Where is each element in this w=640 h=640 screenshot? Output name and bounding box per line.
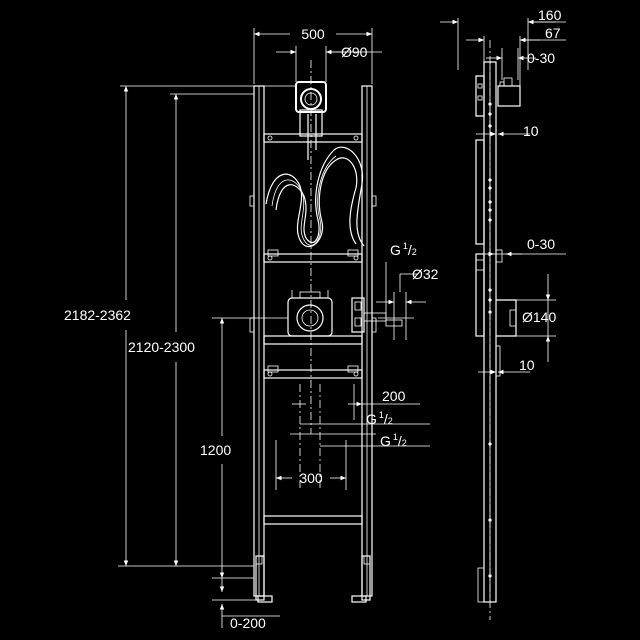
cross-rail-bottom <box>263 515 363 525</box>
right-foot <box>361 555 371 601</box>
connection-height-label: 1200 <box>200 442 231 458</box>
side-outlet-bend <box>496 299 517 337</box>
front-dimensions: 500 Ø90 2182-2362 2120-2300 1200 0-200 <box>64 26 439 631</box>
side-top-adjust-label: 0-30 <box>527 50 555 66</box>
side-inner-depth-label: 67 <box>545 25 561 41</box>
overall-height-label: 2182-2362 <box>64 307 131 323</box>
side-pipe-section <box>475 139 485 245</box>
cross-rail-mid <box>263 335 363 345</box>
connection-spacing-label: 300 <box>299 470 323 486</box>
frame-height-label: 2120-2300 <box>128 339 195 355</box>
width-label: 500 <box>301 26 325 42</box>
cross-rail-lower <box>263 369 363 379</box>
fitting-connector <box>296 304 324 332</box>
bottom-adjust-label: 0-200 <box>230 615 266 631</box>
side-mid-adjust-label: 0-30 <box>527 236 555 252</box>
side-view-frame <box>475 61 521 603</box>
side-dimensions: 160 67 0-30 10 0-30 Ø140 <box>440 7 566 380</box>
cross-rail-top <box>263 133 363 143</box>
side-top-offset-label: 10 <box>523 123 539 139</box>
mounting-plate <box>287 297 333 337</box>
side-pipe-diameter-label: Ø32 <box>412 266 439 282</box>
side-outlet-diameter-label: Ø140 <box>522 309 556 325</box>
side-depth-label: 160 <box>538 7 562 23</box>
outlet-offset-label: 200 <box>382 388 406 404</box>
top-pipe-diameter-label: Ø90 <box>341 44 368 60</box>
serpentine-pipe <box>265 157 358 248</box>
side-top-bracket <box>497 85 521 107</box>
side-bottom-offset-label: 10 <box>519 357 535 373</box>
left-foot <box>255 555 265 601</box>
front-view-frame <box>249 81 387 603</box>
cross-rail-upper <box>263 253 363 263</box>
